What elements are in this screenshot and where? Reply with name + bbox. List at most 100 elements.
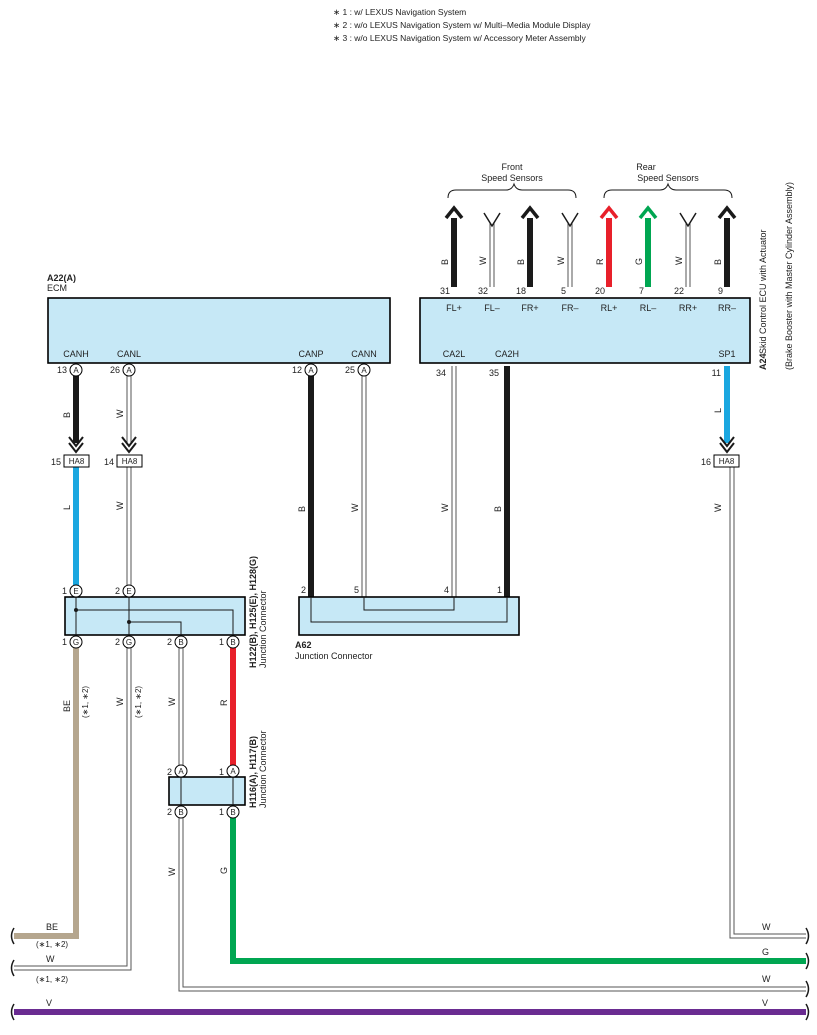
ecm-component: A22(A) ECM CANH CANL CANP CANN 13 A 26 A… (47, 273, 391, 377)
skid-top-pin-num: 20 (595, 286, 605, 296)
wire-w-g2 (14, 648, 132, 971)
bus-label-w2-right: W (762, 974, 771, 984)
arrow-up-icon (520, 205, 540, 220)
j2-top-conn: A (178, 767, 184, 776)
sensor-wire-fr+: B (516, 205, 540, 287)
bracket-left-w (10, 959, 15, 977)
ecm-pin-conn: A (308, 366, 314, 375)
skid-top-pin-label: FR+ (521, 303, 538, 313)
sensor-wire-label: B (516, 259, 526, 265)
skid-top-pin-num: 9 (718, 286, 723, 296)
chevron-down-icon (719, 436, 735, 448)
connector-b-icon (174, 635, 188, 649)
a62-pin-2: 2 (301, 585, 306, 595)
condition-label: (∗1, ∗2) (81, 686, 90, 718)
j2-top-num-1: 1 (219, 767, 224, 777)
ecm-pin-conn: A (73, 366, 79, 375)
sensor-wire-label: W (556, 256, 566, 265)
j1-top-num-1: 1 (62, 586, 67, 596)
sensor-wire-fl–: W (478, 212, 501, 287)
sensor-wire-rl+: R (595, 205, 619, 287)
ecm-pin-conn: A (361, 366, 367, 375)
bracket-right-w (805, 927, 810, 945)
wire-label-w: W (350, 503, 360, 512)
skid-top-pin-label: RR– (718, 303, 736, 313)
j2-box (168, 776, 246, 806)
connector-a-icon (69, 363, 83, 377)
wire-label-w: W (115, 409, 125, 418)
ecm-pin-num-26: 26 (110, 365, 120, 375)
connector-b-icon (174, 805, 188, 819)
wire-label-w: W (167, 697, 177, 706)
ha8-connector-box (63, 454, 90, 468)
sensor-wire-rl–: G (634, 205, 658, 287)
ecm-name: ECM (47, 283, 67, 293)
chevron-down-icon (121, 442, 137, 454)
wire-label-r: R (219, 699, 229, 706)
arrow-up-icon (638, 205, 658, 220)
ecm-box (47, 297, 391, 364)
sensor-wire-label: B (713, 259, 723, 265)
connector-g-icon (69, 635, 83, 649)
chevron-down-icon (483, 212, 501, 228)
connector-a-icon (226, 764, 240, 778)
skid-top-pin-label: FL– (484, 303, 500, 313)
chevron-down-icon (719, 442, 735, 454)
a62-id: A62 (295, 640, 312, 650)
sensor-wire-fr–: W (556, 212, 579, 287)
wire-label-l: L (62, 505, 72, 510)
j1-top-conn: E (73, 587, 78, 596)
connector-e-icon (122, 584, 136, 598)
wire-label-b: B (493, 506, 503, 512)
j1-box (64, 596, 246, 636)
skid-pin-num-11: 11 (712, 368, 721, 378)
sensor-wire-label: W (674, 256, 684, 265)
skid-top-pin-label: RR+ (679, 303, 697, 313)
ha8-pin-15: 15 (51, 457, 61, 467)
j1-top-num-2: 2 (115, 586, 120, 596)
bracket-right-v (805, 1003, 810, 1021)
arrow-up-icon (444, 205, 464, 220)
condition-label: (∗1, ∗2) (134, 686, 143, 718)
wire-be (14, 648, 79, 939)
splice-dot (74, 608, 78, 612)
connector-e-icon (69, 584, 83, 598)
a62-pin-5: 5 (354, 585, 359, 595)
sensor-wire-rr–: B (713, 205, 737, 287)
skid-top-pin-label: FR– (561, 303, 578, 313)
bus-label-v-right: V (762, 998, 768, 1008)
bus-label-w: W (46, 954, 55, 964)
junction-connector-h116: 2 A 1 A 2 B 1 B H116(A), H117(B) Junctio… (167, 730, 268, 819)
sensor-wire-rr+: W (674, 212, 697, 287)
j2-bot-conn: B (230, 808, 235, 817)
bus-label-v: V (46, 998, 52, 1008)
ha8-label: HA8 (69, 457, 85, 466)
j1-bot-conn: G (126, 638, 132, 647)
bus-label-be: BE (46, 922, 58, 932)
note-3: ∗ 3 : w/o LEXUS Navigation System w/ Acc… (333, 33, 587, 43)
skid-pin-num-34: 34 (436, 368, 446, 378)
sensor-wire-fl+: B (440, 205, 464, 287)
wire-label-w: W (115, 501, 125, 510)
splice-dot (127, 620, 131, 624)
wire-label-w: W (167, 867, 177, 876)
ha8-connector-box (116, 454, 143, 468)
a62-name: Junction Connector (295, 651, 373, 661)
skid-box (419, 297, 751, 364)
skid-top-pin-label: FL+ (446, 303, 462, 313)
bracket-right-g (805, 952, 810, 970)
skid-pin-label-ca2h: CA2H (495, 349, 519, 359)
skid-top-pin-num: 32 (478, 286, 488, 296)
skid-name: Skid Control ECU with Actuator (758, 229, 768, 354)
ecm-pin-num-12: 12 (292, 365, 302, 375)
j2-bot-num-1: 1 (219, 807, 224, 817)
sensor-wire-label: B (440, 259, 450, 265)
j2-top-num-2: 2 (167, 767, 172, 777)
wire-color-labels: B W L W B W W B L W BE (∗1, ∗2) W (∗1, ∗… (36, 408, 771, 1008)
connector-g-icon (122, 635, 136, 649)
bus-label-g-right: G (762, 947, 769, 957)
wire-label-w: W (440, 503, 450, 512)
bus-condition-w: (∗1, ∗2) (36, 975, 68, 984)
